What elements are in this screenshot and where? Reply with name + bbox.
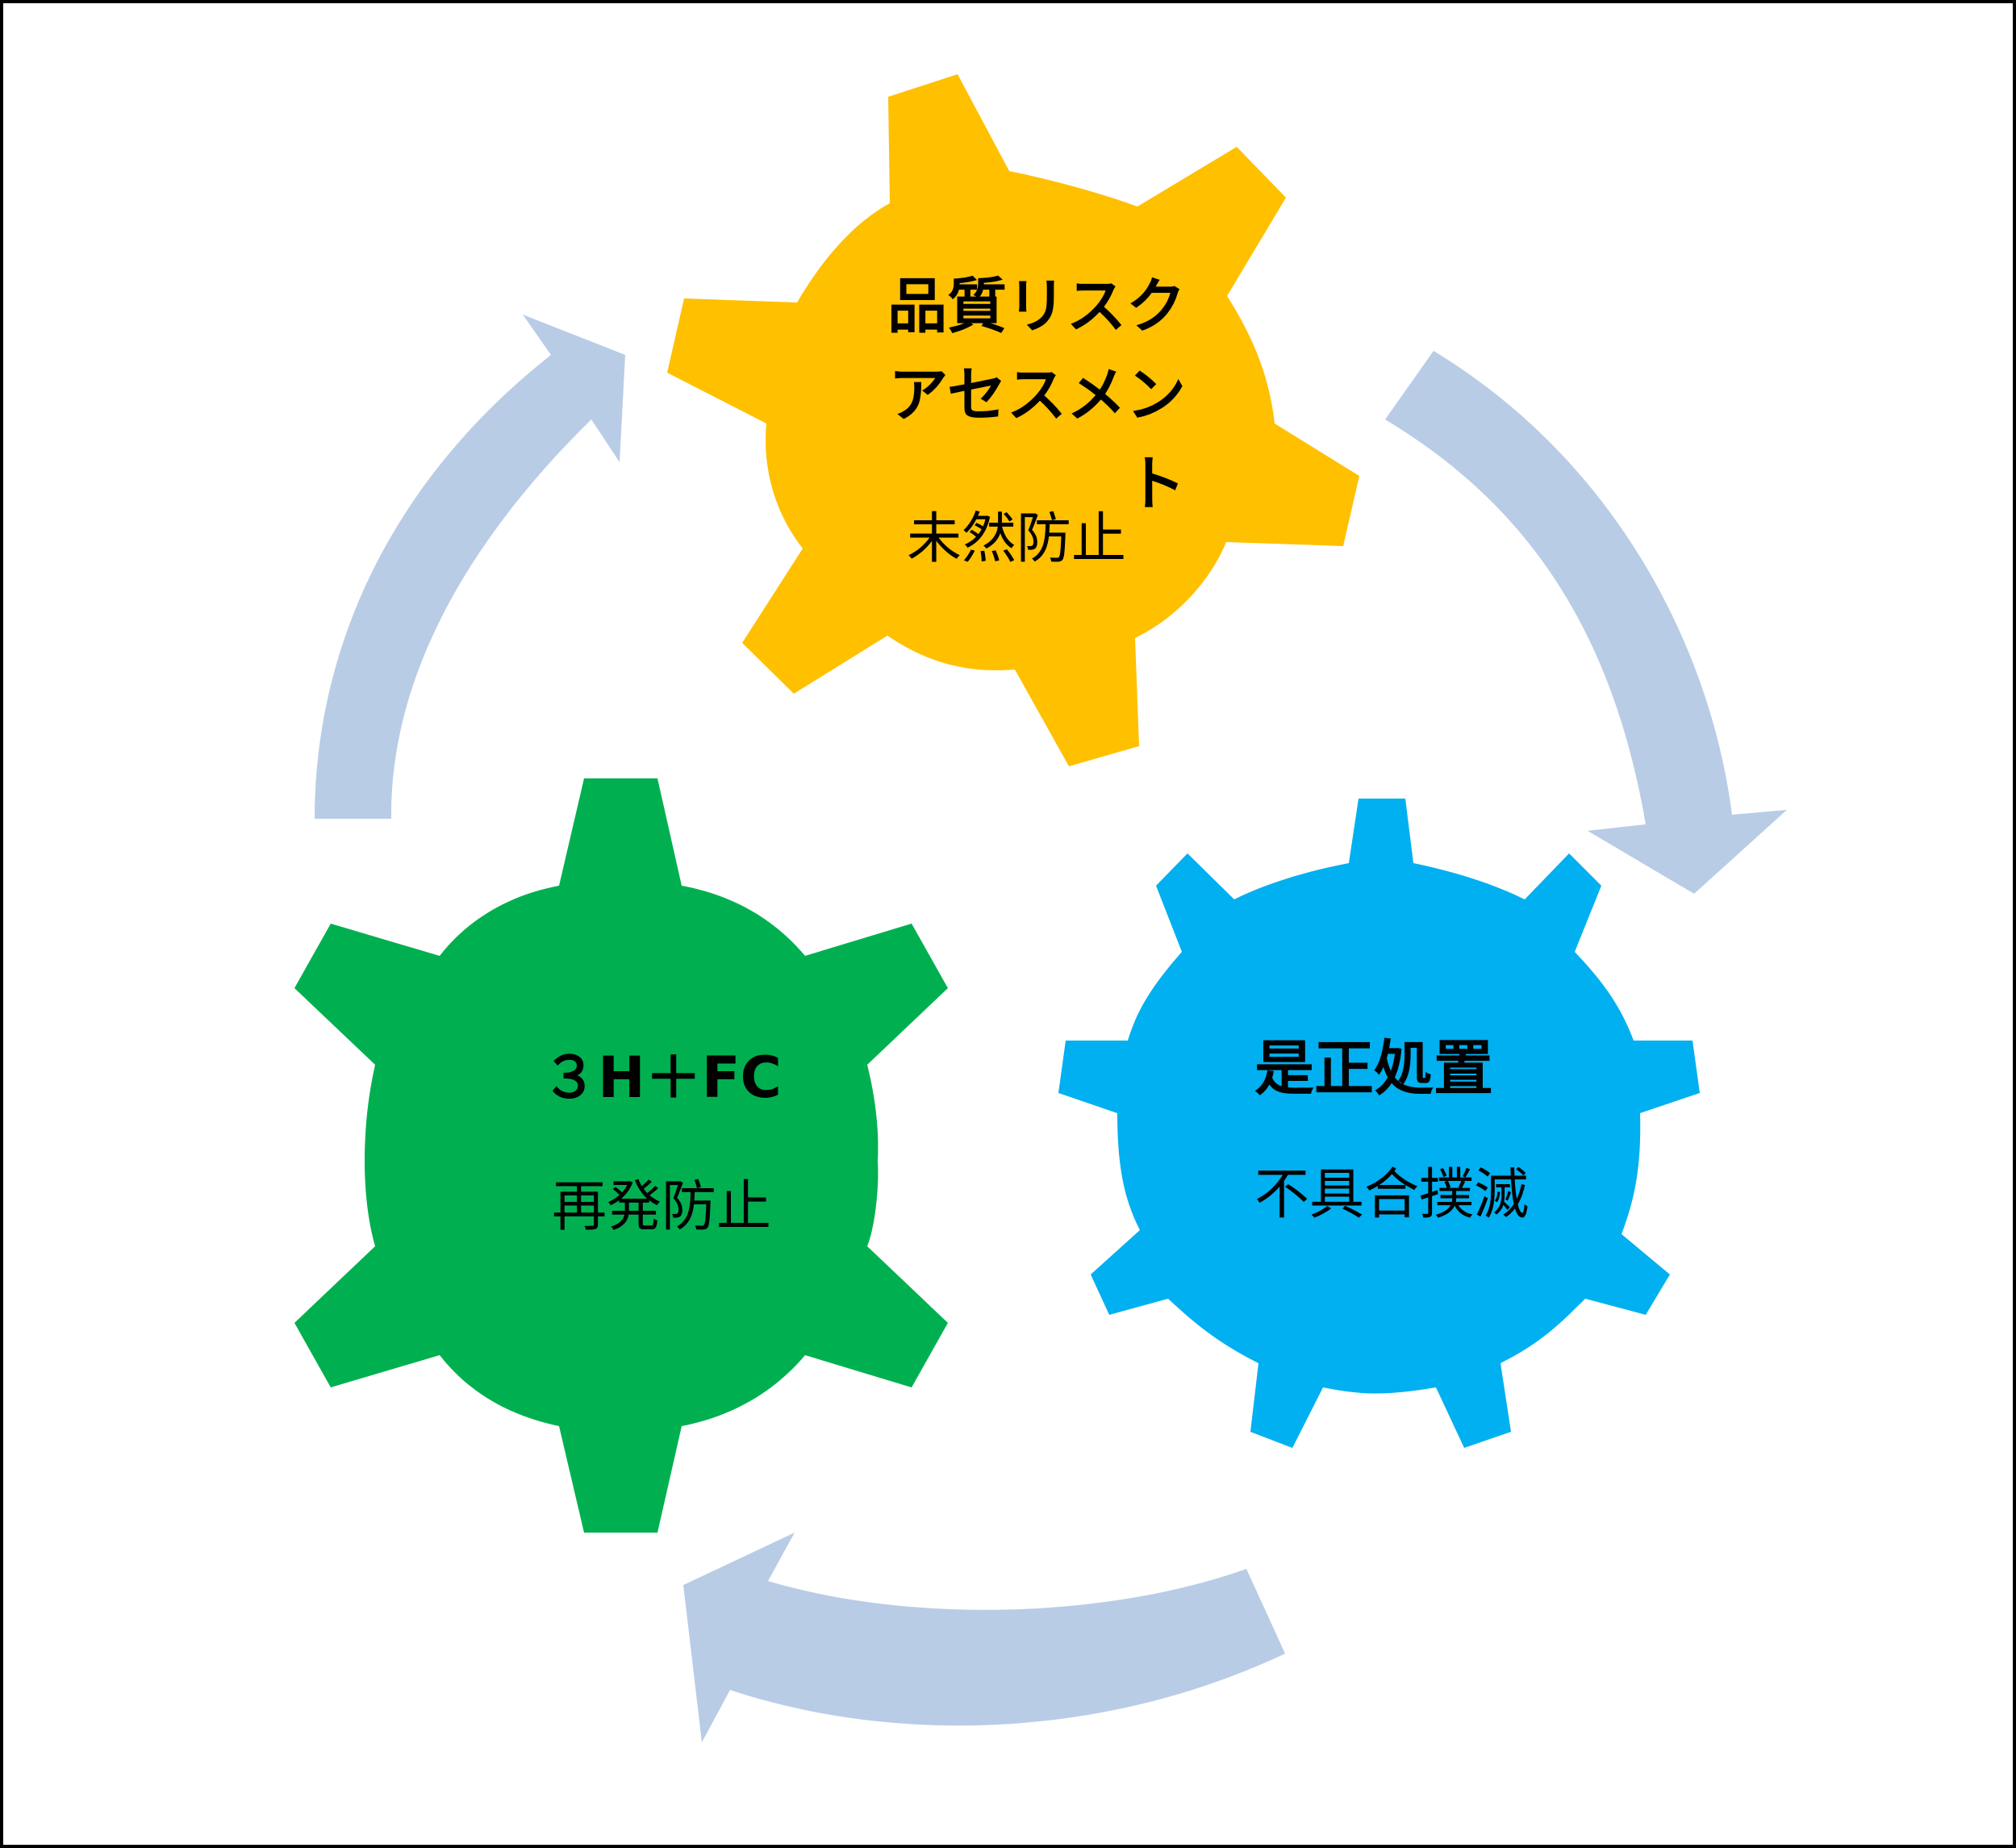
gear-left-subtitle: 再発防止 <box>551 1175 771 1239</box>
arrow-left-to-top <box>315 315 625 819</box>
arrow-right-to-left <box>683 1533 1285 1742</box>
gear-top-title: 品質リスク アセスメント <box>887 272 1186 519</box>
gear-left-shape <box>294 778 948 1533</box>
gear-left-title: ３H＋FC <box>541 1045 782 1111</box>
gear-right-title: 是正処置 <box>1254 1034 1493 1103</box>
gear-right-subtitle: 不具合撲滅 <box>1254 1163 1530 1227</box>
arrow-top-to-right <box>1385 351 1787 894</box>
gear-right-shape <box>1058 799 1700 1448</box>
gear-top-subtitle: 未然防止 <box>906 507 1126 571</box>
gear-top-shape <box>667 74 1359 766</box>
